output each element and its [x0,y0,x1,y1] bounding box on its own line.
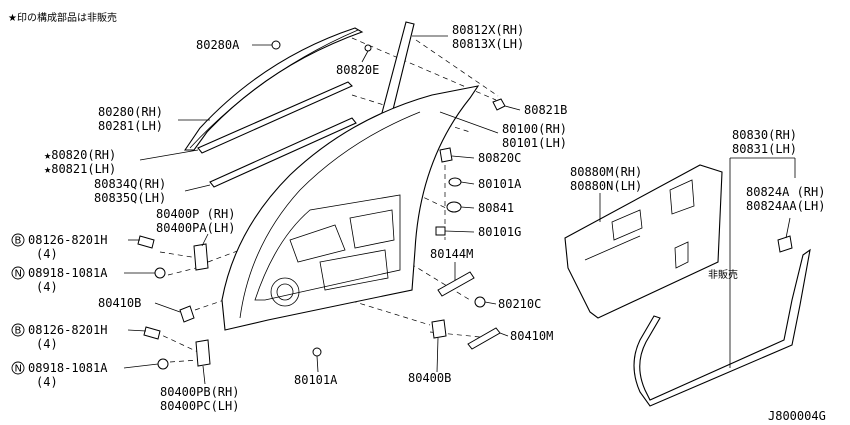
label-80830: 80830(RH) [732,128,797,142]
diagram-code: J800004G [768,409,826,423]
label-80410m: 80410M [510,329,553,343]
nut-upper [154,267,166,279]
door-panel-part [221,85,480,331]
label-80812x: 80812X(RH) [452,23,524,37]
label-nut-lower-qty: (4) [36,375,58,389]
label-80400pa: 80400PA(LH) [156,221,235,235]
nut-circle-letter-lower: N [15,364,22,375]
clip-80824a [777,235,793,253]
bolt-circle-marker-upper [11,233,25,247]
label-80813x: 80813X(LH) [452,37,524,51]
label-80880n: 80880N(LH) [570,179,642,193]
label-80410b: 80410B [98,296,141,310]
label-80831: 80831(LH) [732,142,797,156]
label-80400pb: 80400PB(RH) [160,385,239,399]
label-80101a-bottom: 80101A [294,373,338,387]
clip-80820c [439,147,453,163]
not-for-sale-label: 非販売 [708,268,738,281]
label-80101a-top: 80101A [478,177,522,191]
check-link-80410m [467,327,501,350]
plug-80101a-lower [312,347,322,357]
label-80400p: 80400P (RH) [156,207,235,221]
door-weatherstrip-part [633,248,811,407]
not-for-sale-note: ★印の構成部品は非販売 [8,11,117,24]
bolt-circle-letter-upper: B [15,236,22,247]
nut-circle-letter-upper: N [15,269,22,280]
label-80880m: 80880M(RH) [570,165,642,179]
label-80821b: 80821B [524,103,567,117]
label-80281: 80281(LH) [98,119,163,133]
label-80101: 80101(LH) [502,136,567,150]
bolt-circle-letter-lower: B [15,326,22,337]
cap-80841 [446,201,462,213]
label-80400b: 80400B [408,371,451,385]
inner-strip-part [209,117,357,188]
screw-80210c [474,296,486,308]
label-nut-upper: 08918-1081A [28,266,108,280]
label-nut-lower: 08918-1081A [28,361,108,375]
door-trim-panel-part [564,164,723,319]
label-bolt-upper-qty: (4) [36,247,58,261]
bolt-circle-marker-lower [11,323,25,337]
bolt-lower [143,326,161,340]
label-80101g: 80101G [478,225,521,239]
label-nut-upper-qty: (4) [36,280,58,294]
label-80280: 80280(RH) [98,105,163,119]
leader-lines [123,35,796,385]
label-80280a: 80280A [196,38,240,52]
hinge-lower-80400pb [195,339,211,367]
hinge-upper-80400p [193,243,209,271]
clip-80820e [364,44,372,52]
nut-circle-marker-upper [11,266,25,280]
circle-markers: B N B N [11,233,25,375]
clip-80101g [435,226,446,236]
label-80841: 80841 [478,201,514,215]
label-80834q: 80834Q(RH) [94,177,166,191]
label-80100: 80100(RH) [502,122,567,136]
nut-circle-marker-lower [11,361,25,375]
label-80824aa: 80824AA(LH) [746,199,825,213]
label-80820e: 80820E [336,63,379,77]
bracket-80144m [437,271,475,297]
label-80824a: 80824A (RH) [746,185,825,199]
outside-weatherstrip-part [197,81,353,154]
label-bolt-lower: 08126-8201H [28,323,107,337]
nut-lower [157,358,169,370]
label-80210c: 80210C [498,297,541,311]
label-80821: ★80821(LH) [44,162,116,176]
label-80820c: 80820C [478,151,521,165]
bolt-upper [137,235,155,249]
label-bolt-upper: 08126-8201H [28,233,107,247]
label-80820: ★80820(RH) [44,148,116,162]
plug-80101a [448,177,462,187]
label-80144m: 80144M [430,247,473,261]
bolt-80410b [179,305,195,323]
label-80400pc: 80400PC(LH) [160,399,239,413]
fasteners [137,40,793,370]
label-bolt-lower-qty: (4) [36,337,58,351]
hinge-80400b [431,319,447,339]
part-labels: 80280A 80820E 80812X(RH) 80813X(LH) 8082… [28,23,825,413]
clip-80821b [492,98,506,111]
clip-80280a [271,40,281,50]
label-80835q: 80835Q(LH) [94,191,166,205]
